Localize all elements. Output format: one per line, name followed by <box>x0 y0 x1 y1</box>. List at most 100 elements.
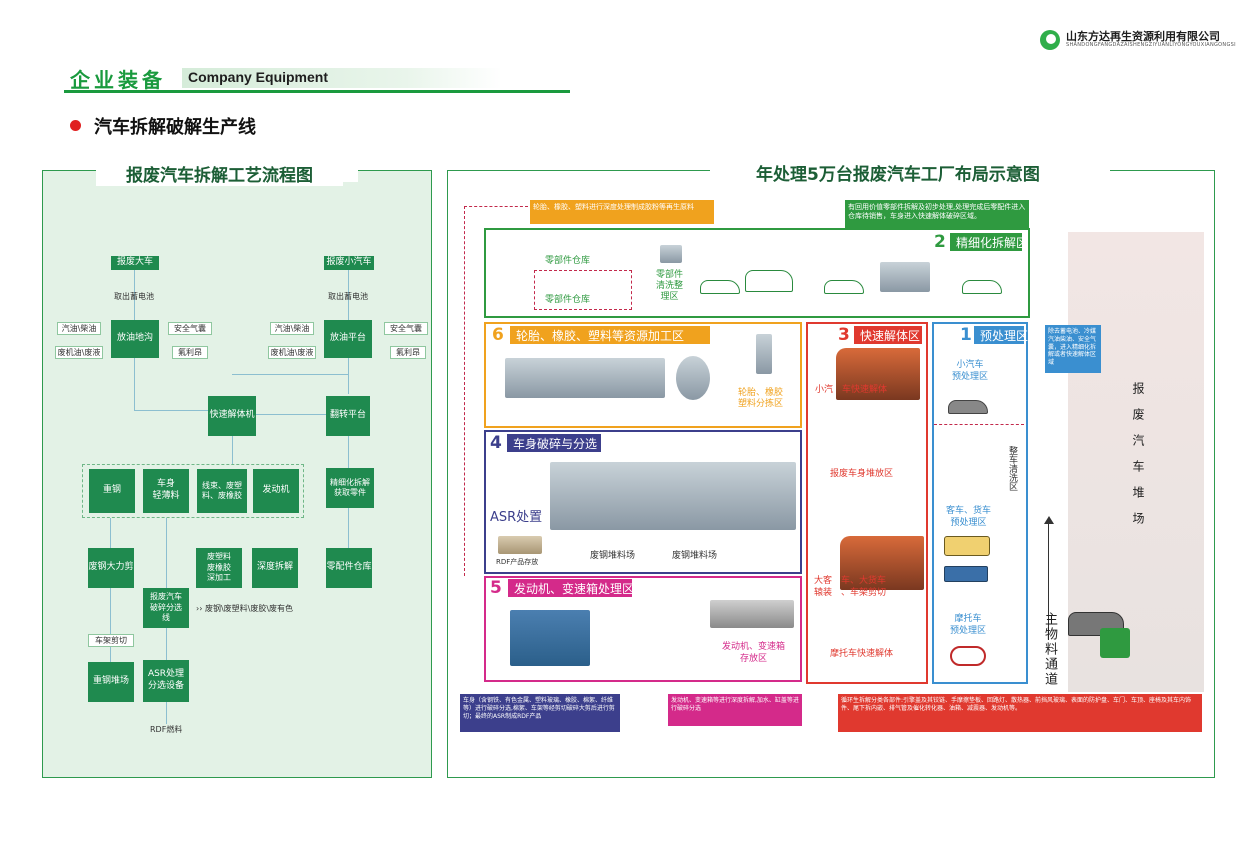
car-icon <box>745 270 793 292</box>
node-gas-diesel-left: 汽油\柴油 <box>57 322 101 335</box>
connector <box>166 628 167 660</box>
zone-4-asr: ASR处置 <box>490 510 543 525</box>
bus-icon <box>944 536 990 556</box>
node-gas-diesel-right: 汽油\柴油 <box>270 322 314 335</box>
note-zone-1: 除去蓄电池、冷媒汽油柴油、安全气囊，进入精细化拆解或者快速解体区域 <box>1045 325 1101 373</box>
note-orange: 轮胎、橡胶、塑料进行深度处理制成胶粉等再生原料 <box>530 200 714 224</box>
node-frame-cut: 车架剪切 <box>88 634 134 647</box>
node-engine: 发动机 <box>253 469 299 513</box>
note-green: 有回用价值零部件拆解及初步处理,处理完成后零配件进入仓库待销售，车身进入快速解体… <box>845 200 1029 228</box>
connector <box>110 518 111 548</box>
zone-1-small-pre: 小汽车 预处理区 <box>952 360 989 382</box>
road-arrow-icon <box>1044 516 1054 524</box>
node-remove-battery-left: 取出蓄电池 <box>114 292 154 301</box>
connector <box>166 518 167 588</box>
parts-icon <box>660 245 682 263</box>
zone-3-number: 3 <box>838 325 850 345</box>
company-logo-icon <box>1040 30 1060 50</box>
connector <box>134 270 135 320</box>
zone-5-label: 发动机、变速箱处理区 <box>508 579 634 597</box>
section-underline <box>64 90 570 93</box>
connector <box>110 588 111 678</box>
zone-3-big: 大客 车、大货车 辕装 、车架剪切 <box>814 576 887 598</box>
node-remove-battery-right: 取出蓄电池 <box>328 292 368 301</box>
connector <box>166 702 167 724</box>
connector <box>232 374 348 375</box>
page-subtitle: 汽车拆解破解生产线 <box>94 117 256 138</box>
tire-line-icon <box>505 358 665 398</box>
node-airbag-right: 安全气囊 <box>384 322 428 335</box>
engine-pile-icon <box>710 600 794 628</box>
zone-5-number: 5 <box>490 578 502 598</box>
connector <box>232 436 233 464</box>
zone-4-yard-1: 废钢堆料场 <box>590 551 636 561</box>
zone-2-number: 2 <box>934 232 946 252</box>
node-heavy-steel: 重钢 <box>89 469 135 513</box>
node-waste-oil-left: 废机油\废液 <box>55 346 103 359</box>
node-steel-yard: 重钢堆场 <box>88 662 134 702</box>
zone-6-number: 6 <box>492 325 504 345</box>
car-icon <box>948 400 988 414</box>
flowchart-title: 报废汽车拆解工艺流程图 <box>96 161 343 186</box>
zone-2-clean: 零部件 清洗整 理区 <box>656 270 684 302</box>
connector <box>256 414 326 415</box>
truck-icon <box>944 566 988 582</box>
connector <box>134 410 232 411</box>
node-body-light: 车身 轻薄料 <box>143 469 189 513</box>
zone-3-label: 快速解体区 <box>854 326 922 344</box>
zone-6-label: 轮胎、橡胶、塑料等资源加工区 <box>510 326 710 344</box>
zone-1-bus-pre: 客车、货车 预处理区 <box>946 506 992 528</box>
zone-6-sort: 轮胎、橡胶 塑料分拣区 <box>738 388 784 409</box>
node-waste-plastic: 废塑料 废橡胶 深加工 <box>196 548 242 588</box>
node-quick-dismantle: 快速解体机 <box>208 396 256 436</box>
zone-2-label: 精细化拆解区 <box>950 233 1028 251</box>
bullet-dot-icon <box>70 120 81 131</box>
node-baler: 废钢大力剪 <box>88 548 134 588</box>
layout-title: 年处理5万台报废汽车工厂布局示意图 <box>756 165 1040 185</box>
zone-4-number: 4 <box>490 433 502 453</box>
yard-label: 报废汽车堆场 <box>1131 382 1145 538</box>
note-blue: 车身（含钢铁、有色金属、塑料玻璃、橡胶、棉絮、纤维等）进行破碎分选,棉絮、车架等… <box>460 694 620 732</box>
node-flip-platform: 翻转平台 <box>326 396 370 436</box>
node-deep-dismantle: 深度拆解 <box>252 548 298 588</box>
road-label: 主物料通道 <box>1042 612 1057 687</box>
zone-4-rdf: RDF产品存放 <box>496 558 539 566</box>
zone-1-moto-pre: 摩托车 预处理区 <box>950 614 987 636</box>
rdf-pile-icon <box>498 536 542 554</box>
zone-5-store: 发动机、变速箱 存放区 <box>722 642 786 664</box>
node-airbag-left: 安全气囊 <box>168 322 212 335</box>
zone-1 <box>932 322 1028 684</box>
connector <box>134 358 135 410</box>
shredder-line-icon <box>550 462 796 530</box>
section-title: 企业装备 <box>70 68 166 92</box>
car-icon <box>962 280 1002 294</box>
zone-1-label: 预处理区 <box>974 326 1028 344</box>
zone-1-clean: 整车清洗区 <box>1007 446 1017 491</box>
zone-1-number: 1 <box>960 325 972 345</box>
zone-2-warehouse-outline <box>534 270 632 310</box>
note-red: 循环生拆解分类各部件:引擎盖及其铰链、手摩擦垫板、回路灯、散热器、前挡风玻璃、表… <box>838 694 1202 732</box>
motorcycle-icon <box>950 646 986 666</box>
guide-line <box>464 206 528 207</box>
node-fine-dismantle: 精细化拆解 获取零件 <box>326 468 374 508</box>
zone-2-parts-wh-1: 零部件仓库 <box>545 256 591 266</box>
wash-station-icon <box>880 262 930 292</box>
connector <box>348 508 349 548</box>
node-drain-pit: 放油地沟 <box>111 320 159 358</box>
car-icon <box>700 280 740 294</box>
zone-2-parts-wh-2: 零部件仓库 <box>545 295 591 305</box>
note-pink: 发动机、变速箱等进行深度拆解,加水、缸盖等进行破碎分选 <box>668 694 802 726</box>
connector <box>348 270 349 320</box>
section-title-band <box>182 68 502 88</box>
node-rdf: RDF燃料 <box>150 725 183 734</box>
excavator-icon <box>836 348 920 400</box>
guide-line <box>464 206 465 576</box>
company-name-en: SHANDONGFANGDAZAISHENGZIYUANLIYONGYOUXIA… <box>1066 42 1236 48</box>
zone-3-moto: 摩托车快速解体 <box>830 649 894 659</box>
node-shred-sort: 报废汽车 破碎分选 线 <box>143 588 189 628</box>
car-icon <box>824 280 864 294</box>
connector <box>348 358 349 394</box>
zone-3-small: 小汽 车快速解体 <box>815 385 888 395</box>
node-sort-output: ›› 废钢\废塑料\废胶\废有色 <box>196 604 294 613</box>
node-asr: ASR处理 分选设备 <box>143 660 189 702</box>
